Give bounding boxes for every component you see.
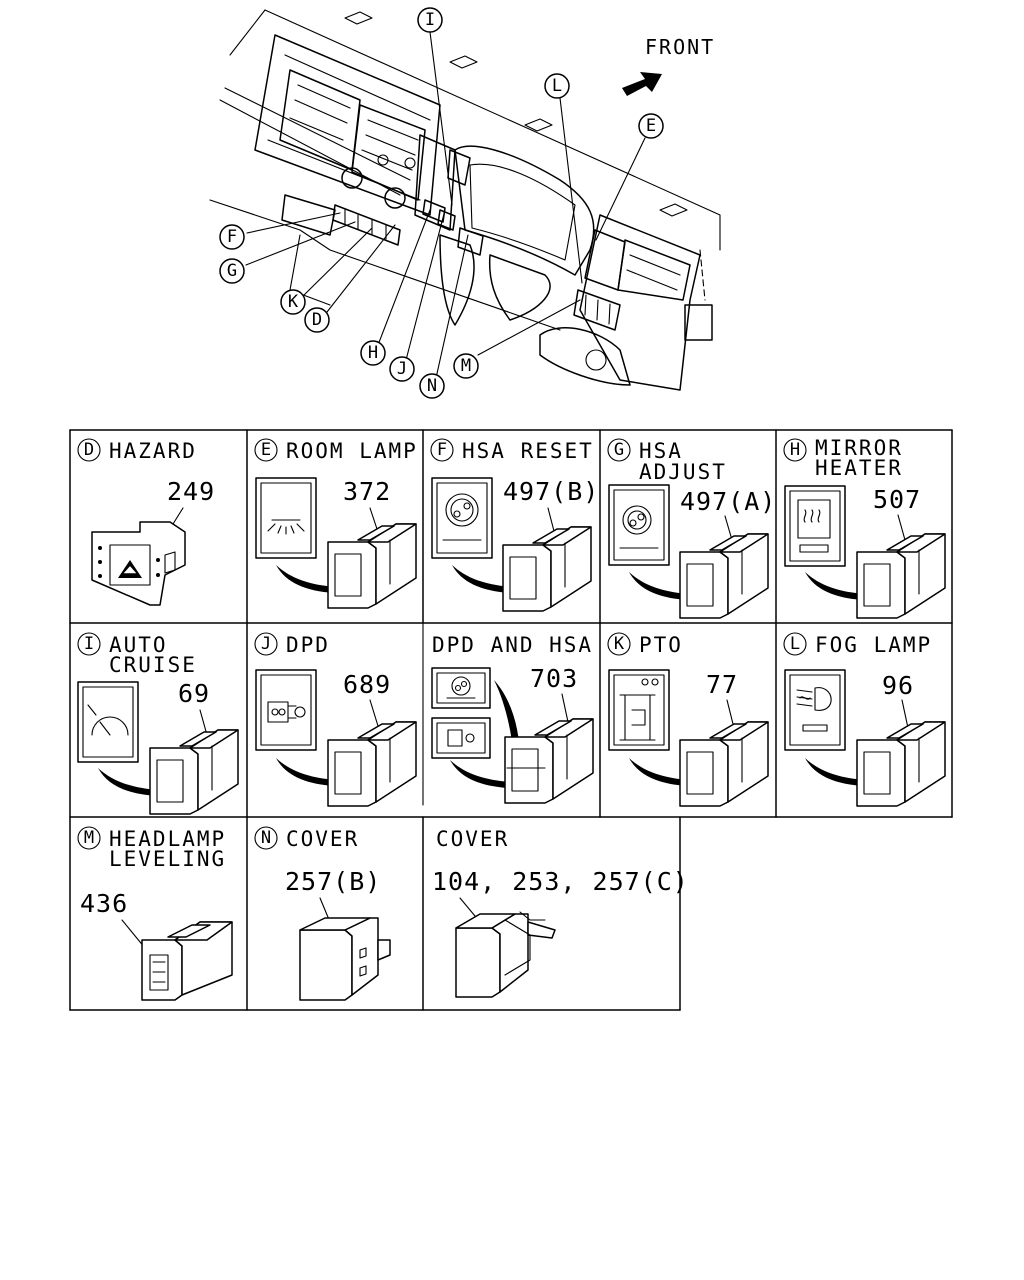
hsa-icon <box>446 676 476 699</box>
cell-title-line2: CRUISE <box>109 653 197 677</box>
callout-i: I <box>417 7 443 33</box>
cell-letter: M <box>84 828 94 848</box>
dashboard-illustration <box>209 9 721 391</box>
leveling-switch-icon <box>141 921 233 1001</box>
front-arrow-icon <box>622 72 662 96</box>
cell-title-line2: ADJUST <box>639 460 727 484</box>
callout-d: D <box>304 307 330 333</box>
cell-title: HAZARD <box>109 439 197 463</box>
cell-title-line2: LEVELING <box>109 847 226 871</box>
cell-dpd: J DPD 689 <box>254 632 417 807</box>
cell-fog-lamp: L FOG LAMP 96 <box>783 632 946 807</box>
cell-title: HSA RESET <box>462 439 594 463</box>
cell-letter: D <box>84 440 94 460</box>
part-number: 249 <box>167 477 215 506</box>
cell-title-line2: HEATER <box>815 456 903 480</box>
cell-pto: K PTO 77 <box>607 632 769 807</box>
callout-l: L <box>544 73 570 99</box>
cell-letter: G <box>614 440 624 460</box>
cell-cover-n: N COVER 257(B) <box>254 826 391 1001</box>
part-number: 497(B) <box>503 477 599 506</box>
fog-lamp-icon <box>796 687 832 732</box>
cover-switch-icon <box>455 911 556 998</box>
cell-headlamp-leveling: M HEADLAMP LEVELING 436 <box>77 826 233 1001</box>
room-lamp-icon <box>267 519 305 535</box>
part-number: 372 <box>343 477 391 506</box>
hsa-icon <box>619 505 659 549</box>
cell-title: COVER <box>436 827 509 851</box>
hsa-icon <box>442 493 482 541</box>
callout-n: N <box>419 373 445 399</box>
callout-k: K <box>280 289 306 315</box>
dpd-icon <box>447 729 475 747</box>
cell-title: HEADLAMP <box>109 827 226 851</box>
cell-auto-cruise: I AUTO CRUISE 69 <box>77 632 239 815</box>
cell-title: DPD AND HSA <box>432 633 593 657</box>
cell-hsa-reset: F HSA RESET 497(B) <box>430 438 599 612</box>
callout-label: G <box>227 261 237 281</box>
cell-title: MIRROR <box>815 436 903 460</box>
callout-e: E <box>638 113 664 139</box>
cell-title: ROOM LAMP <box>286 439 418 463</box>
part-number: 96 <box>882 671 914 700</box>
cell-title: PTO <box>639 633 683 657</box>
cruise-control-icon <box>87 704 129 736</box>
front-label: FRONT <box>645 35 715 59</box>
cell-letter: K <box>614 634 625 654</box>
callout-label: D <box>312 310 322 330</box>
cell-letter: N <box>261 828 271 848</box>
front-indicator: FRONT <box>622 35 715 96</box>
callout-m: M <box>453 353 479 379</box>
cell-title: HSA <box>639 439 683 463</box>
cell-letter: H <box>790 440 800 460</box>
callout-label: I <box>425 10 435 30</box>
callout-g: G <box>219 258 245 284</box>
callout-label: E <box>646 116 656 136</box>
cell-letter: F <box>437 440 447 460</box>
cell-room-lamp: E ROOM LAMP 372 <box>254 438 418 609</box>
callout-label: M <box>461 356 471 376</box>
cell-hazard: D HAZARD 249 <box>77 438 215 606</box>
parts-grid <box>69 429 953 1011</box>
cell-title: AUTO <box>109 633 168 657</box>
cell-letter: E <box>261 440 271 460</box>
callout-f: F <box>219 224 245 250</box>
part-number: 77 <box>706 670 738 699</box>
part-number: 497(A) <box>680 487 776 516</box>
part-number: 507 <box>873 485 921 514</box>
cell-letter: J <box>261 634 271 654</box>
cover-blank-icon <box>299 917 391 1001</box>
part-number: 69 <box>178 679 210 708</box>
cell-title: DPD <box>286 633 330 657</box>
cell-title: COVER <box>286 827 359 851</box>
cell-cover: COVER 104, 253, 257(C) <box>432 827 689 998</box>
callout-label: J <box>397 359 407 379</box>
part-number: 703 <box>530 664 578 693</box>
cell-dpd-and-hsa: DPD AND HSA 703 <box>431 633 594 804</box>
part-number: 257(B) <box>285 867 381 896</box>
callout-label: N <box>427 376 437 396</box>
callout-label: F <box>227 227 237 247</box>
cell-mirror-heater: H MIRROR HEATER 507 <box>783 436 946 619</box>
dpd-icon <box>267 701 306 723</box>
callout-label: L <box>552 76 562 96</box>
callout-j: J <box>389 356 415 382</box>
cell-title: FOG LAMP <box>815 633 932 657</box>
pto-icon <box>619 678 659 741</box>
part-number: 689 <box>343 670 391 699</box>
part-number: 104, 253, 257(C) <box>432 867 689 896</box>
callout-label: K <box>288 292 299 312</box>
mirror-heater-icon <box>797 499 831 553</box>
cell-hsa-adjust: G HSA ADJUST 497(A) <box>607 438 776 619</box>
cell-letter: I <box>84 634 94 654</box>
cell-letter: L <box>790 634 800 654</box>
callout-h: H <box>360 340 386 366</box>
part-number: 436 <box>80 889 128 918</box>
callout-label: H <box>368 343 378 363</box>
callouts: I L E F G K D H J N M <box>219 7 664 399</box>
